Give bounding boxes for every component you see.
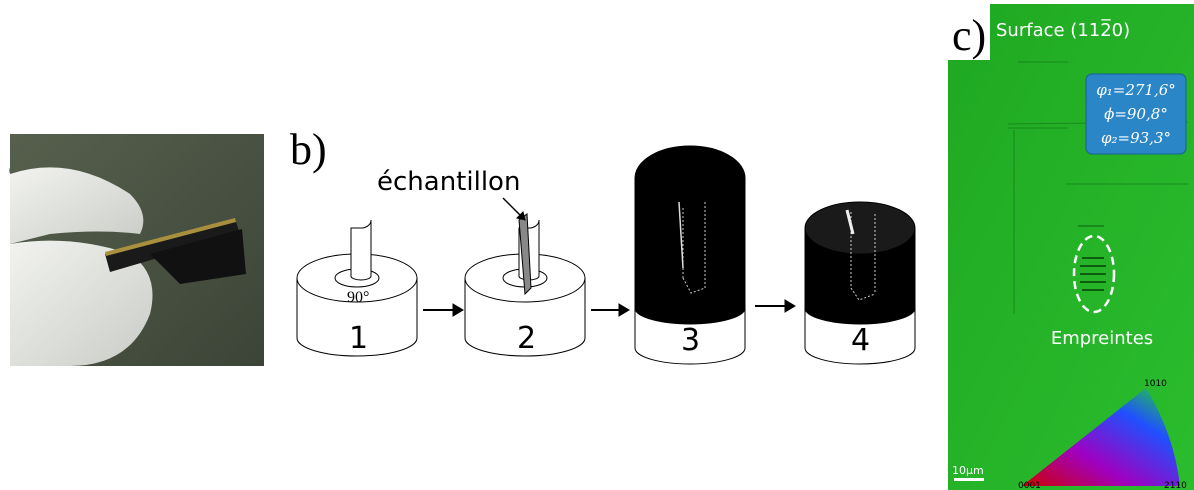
- euler-angles-box: [1085, 73, 1187, 155]
- arrow-1: [423, 303, 464, 317]
- ipf-label-left: 0001: [1018, 481, 1041, 490]
- indent-label: Empreintes: [1051, 328, 1153, 349]
- step-3-number: 3: [681, 323, 700, 358]
- ipf-color-key: [1022, 388, 1180, 486]
- ipf-label-top: 1010: [1144, 379, 1167, 389]
- sample-photo: [10, 134, 264, 366]
- step-4-number: 4: [851, 323, 870, 358]
- scale-bar-label: 10µm: [952, 464, 984, 477]
- angle-label: 90°: [347, 289, 369, 306]
- panel-b-label: b): [290, 125, 327, 174]
- arrow-2: [591, 303, 630, 317]
- euler-phi2: φ₂=93,3°: [1101, 129, 1171, 147]
- step-2-number: 2: [517, 321, 536, 356]
- indent-marks: [1080, 257, 1106, 291]
- indent-highlight: [1072, 234, 1116, 314]
- panel-c-label: c): [952, 11, 986, 60]
- arrow-3: [755, 299, 796, 313]
- mounting-diagram: 90° 1 échantillon 2 3: [296, 145, 916, 365]
- step-3-mount: [634, 145, 746, 365]
- sample-label: échantillon: [377, 167, 520, 197]
- euler-phi: ϕ=90,8°: [1104, 105, 1168, 123]
- step-2-mount: [464, 213, 586, 357]
- euler-phi1: φ₁=271,6°: [1096, 81, 1176, 99]
- step-1-number: 1: [349, 321, 368, 356]
- ipf-label-right: 2110: [1164, 481, 1187, 490]
- scale-bar: [954, 478, 984, 481]
- ebsd-map: c) Surface (112̅0) φ₁=271,6° ϕ=90,8° φ₂=…: [948, 4, 1194, 490]
- sample-pointer-arrow: [502, 197, 526, 221]
- surface-label: Surface (112̅0): [996, 19, 1130, 41]
- step-4-mount: [804, 201, 916, 365]
- step-1-mount: [296, 219, 418, 357]
